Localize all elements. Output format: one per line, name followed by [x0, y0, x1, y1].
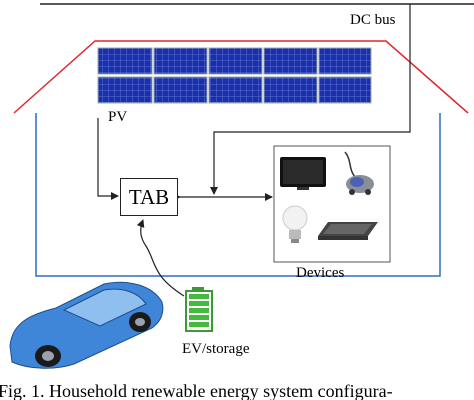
dc-bus-label: DC bus [350, 12, 396, 28]
lightbulb-icon [282, 205, 308, 243]
house-walls [35, 113, 441, 277]
tv-icon [280, 157, 326, 190]
dc-bus-connection [210, 4, 411, 195]
tablet-icon [318, 222, 378, 240]
vacuum-icon [344, 151, 374, 195]
battery-icon [185, 287, 213, 332]
car-icon [9, 281, 164, 369]
pv-to-tab-arrow [97, 118, 119, 200]
ev-tab-link [136, 219, 185, 297]
tab-node: TAB [120, 178, 178, 216]
house-roof [13, 40, 469, 114]
figure-caption: Fig. 1. Household renewable energy syste… [0, 381, 393, 400]
ev-storage-label: EV/storage [182, 341, 250, 357]
devices-label: Devices [296, 265, 345, 281]
pv-label: PV [108, 109, 128, 125]
solar-panel-icon [97, 47, 372, 104]
